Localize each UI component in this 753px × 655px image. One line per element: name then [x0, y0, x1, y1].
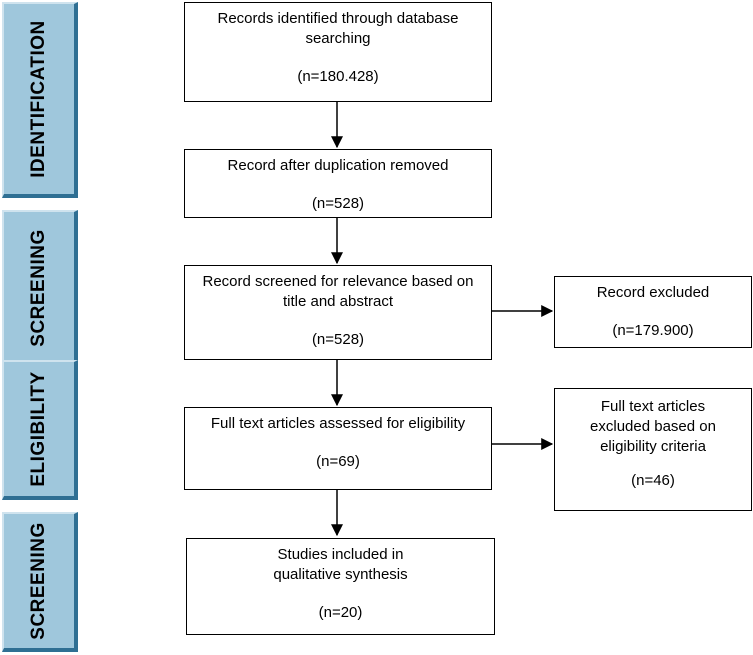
box-count: (n=528) [311, 195, 365, 212]
box-count: (n=20) [318, 604, 363, 621]
box-fulltext-assessed: Full text articles assessed for eligibil… [184, 407, 492, 490]
box-text: Record after duplication removed [227, 157, 449, 174]
stage-label-screening-final: SCREENING [2, 512, 78, 652]
box-studies-included: Studies included in qualitative synthesi… [186, 538, 495, 635]
stage-label-eligibility: ELIGIBILITY [2, 360, 78, 500]
box-records-excluded: Record excluded (n=179.900) [554, 276, 752, 348]
box-fulltext-excluded: Full text articles excluded based on eli… [554, 388, 752, 511]
box-count: (n=179.900) [612, 322, 694, 339]
box-count: (n=180.428) [297, 68, 379, 85]
box-after-duplicates-removed: Record after duplication removed (n=528) [184, 149, 492, 218]
box-count: (n=528) [311, 331, 365, 348]
box-text: Record excluded [596, 284, 710, 301]
box-records-screened: Record screened for relevance based on t… [184, 265, 492, 360]
stage-label-screening: SCREENING [2, 210, 78, 368]
box-text: Record screened for relevance based on t… [202, 273, 474, 310]
box-text: Records identified through database sear… [217, 10, 459, 47]
box-records-identified: Records identified through database sear… [184, 2, 492, 102]
box-text: Full text articles excluded based on eli… [590, 398, 716, 455]
box-count: (n=69) [316, 453, 360, 470]
box-count: (n=46) [631, 472, 675, 489]
stage-label-identification: IDENTIFICATION [2, 2, 78, 198]
box-text: Studies included in qualitative synthesi… [273, 546, 408, 583]
box-text: Full text articles assessed for eligibil… [210, 415, 466, 432]
